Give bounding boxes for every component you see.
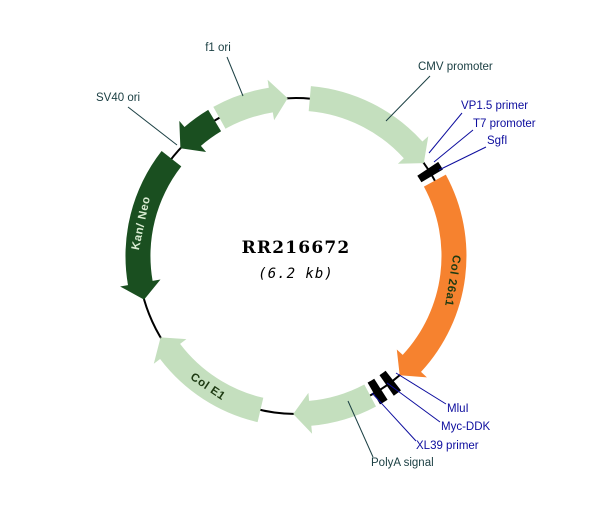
label-f1-ori: f1 ori: [205, 42, 231, 54]
callout-line-mlui: [395, 372, 447, 405]
label-t7-promoter: T7 promoter: [473, 118, 536, 130]
callout-line-cmv-promoter: [385, 75, 431, 122]
plasmid-name: RR216672: [242, 238, 351, 258]
callout-line-xl39-primer: [371, 392, 417, 442]
feature-arc-col-e1: [153, 337, 264, 423]
callout-line-sv40-ori: [127, 106, 178, 146]
label-polya-signal: PolyA signal: [371, 457, 434, 469]
label-myc-ddk: Myc-DDK: [441, 421, 491, 433]
feature-arc-f1-ori: [213, 79, 288, 129]
feature-arc-sv40-ori: [179, 109, 222, 152]
feature-arc-cmv-promoter: [308, 86, 429, 164]
feature-arc-polya-signal: [293, 384, 376, 434]
feature-arc-kan-neo: [120, 151, 182, 300]
callout-line-t7-promoter: [433, 129, 474, 163]
label-vp15-primer: VP1.5 primer: [461, 100, 528, 112]
plasmid-size: (6.2 kb): [258, 266, 333, 282]
feature-arc-col-26a1: [396, 174, 467, 378]
callout-line-sgfi: [438, 146, 487, 171]
label-mlui: MluI: [447, 403, 469, 415]
feature-arc-sgfi-site-tick: [417, 161, 443, 183]
label-xl39-primer: XL39 primer: [416, 440, 479, 452]
callout-line-polya-signal: [347, 400, 374, 458]
label-sv40-ori: SV40 ori: [96, 92, 140, 104]
feature-arc-myc-ddk-tick: [367, 378, 388, 405]
callout-line-vp15-primer: [428, 112, 463, 154]
callout-line-myc-ddk: [386, 382, 441, 423]
label-sgfi: SgfI: [487, 135, 507, 147]
callout-line-f1-ori: [226, 56, 244, 97]
label-cmv-promoter: CMV promoter: [418, 61, 493, 73]
